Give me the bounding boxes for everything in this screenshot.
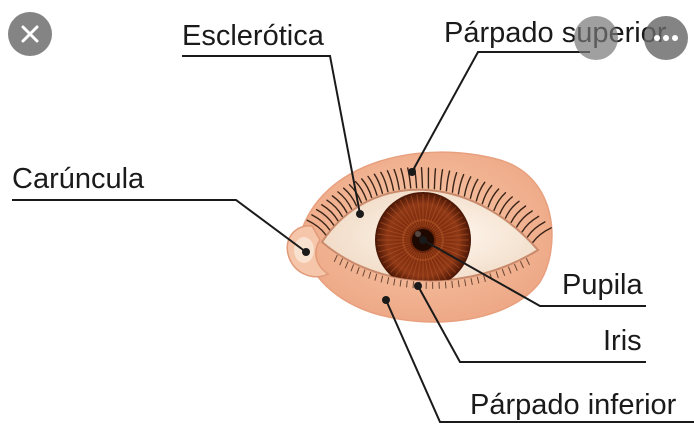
label-iris: Iris	[603, 325, 642, 357]
label-pupil: Pupila	[562, 269, 643, 301]
label-caruncle: Carúncula	[12, 163, 145, 195]
share-button[interactable]	[574, 16, 618, 60]
more-options-button[interactable]	[644, 16, 688, 60]
label-sclera: Esclerótica	[182, 20, 325, 52]
label-upper-eyelid: Párpado superior	[444, 17, 667, 49]
caruncle-leader	[12, 200, 306, 252]
more-options-icon	[654, 34, 678, 42]
label-lower-eyelid: Párpado inferior	[470, 389, 677, 421]
